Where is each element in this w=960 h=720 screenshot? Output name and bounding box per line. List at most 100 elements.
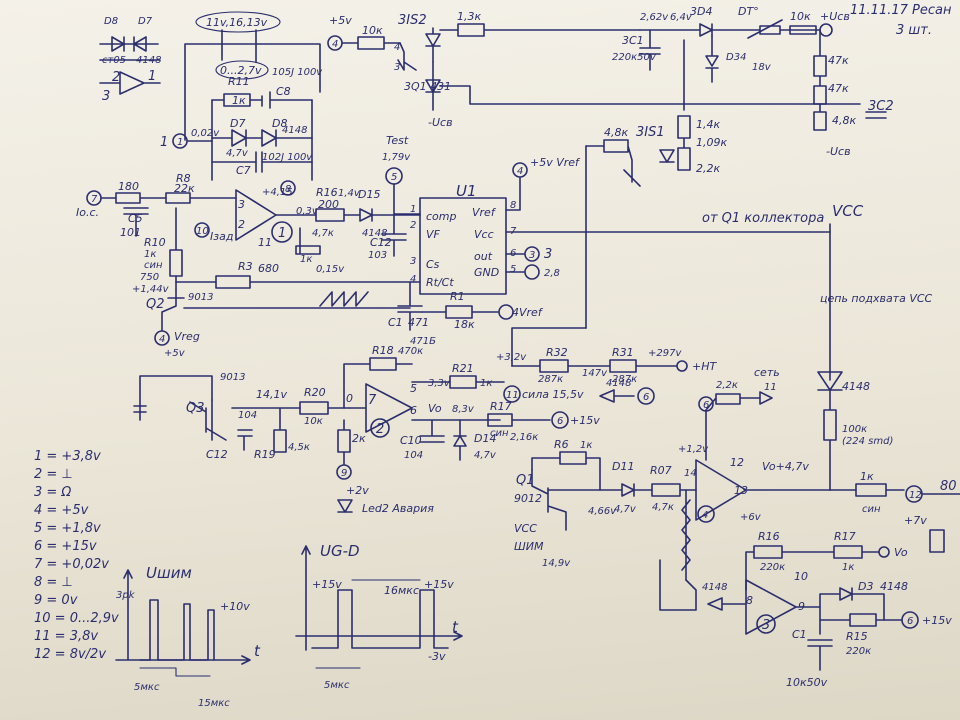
chain-label: цепь подхвата VCC [820, 292, 933, 305]
r1-value: 18к [454, 318, 475, 331]
r17c-label: R17 [834, 530, 856, 543]
c7-value: 102J 100v [262, 152, 313, 163]
v80-label: 80 [940, 479, 957, 494]
v015-label: 0,15v [316, 264, 345, 275]
u1-cs: Cs [426, 258, 440, 271]
amp2-pin5: 5 [410, 382, 417, 395]
c10-label: C10 [400, 434, 422, 447]
r18-label: R18 [372, 344, 394, 357]
buffer-out-pin: 1 [148, 69, 156, 84]
v141-label: 14,1v [256, 388, 287, 401]
amp4-pin14: 14 [684, 468, 697, 479]
lower-network: Q3 9013 C12 104 14,1v R19 4,5к R20 10к 0… [133, 327, 717, 515]
driver-network: Q1 9012 VCC ШИМ 14,9v R6 1к D11 4,7v 4,6… [514, 292, 960, 611]
v64-label: 6,4v [670, 12, 693, 23]
d4148-label: 4148 [606, 378, 631, 389]
r19-value: 4,5к [288, 442, 310, 453]
node-9: 9 [341, 468, 347, 479]
plus15b-label: +15v [922, 614, 952, 627]
vreg-plus5: +5v [164, 348, 186, 359]
c1-lower-label: C1 [792, 628, 807, 641]
c12-lower-label: C12 [206, 448, 228, 461]
test-voltage: 1,79v [382, 152, 411, 163]
test-node: 5 [391, 172, 397, 183]
from-q1-label: от Q1 коллектора [702, 211, 824, 226]
v144-label: +1,44v [132, 284, 170, 295]
r16-lower-value: 220к [760, 562, 785, 573]
v0-node: 0 [346, 392, 353, 405]
r-1k-lower: 1к [860, 470, 874, 483]
v466-label: 4,66v [588, 506, 617, 517]
r18-value: 470к [398, 346, 423, 357]
isag-label: Iзад [210, 230, 233, 243]
node-7: 7 [91, 194, 98, 205]
minus-ucb-label: -Uсв [428, 116, 453, 129]
c8-value: 105J 100v [272, 67, 323, 78]
v147-label: 147v [582, 368, 608, 379]
c1-lower-value: 10к50v [786, 676, 828, 689]
r16-label: R16 [316, 186, 338, 199]
r19-label: R19 [254, 448, 276, 461]
d11-value: 4,7v [614, 504, 637, 515]
r31-label: R31 [612, 346, 634, 359]
r-1k3-label: 1,3к [457, 10, 481, 23]
gd-waveform: UG-D +15v +15v 16мкс t -3v 5мкс [295, 542, 463, 691]
u1-comp: comp [426, 210, 456, 223]
r-750-label: 750 [140, 272, 159, 283]
sila-label: сила 15,5v [522, 388, 584, 401]
pin-item: 3 = Ω [34, 485, 71, 500]
d4148b-label: 4148 [842, 380, 870, 393]
q2-type: 9013 [188, 292, 213, 303]
c7-label: C7 [236, 164, 251, 177]
buffer-in-pin: 2 [112, 70, 120, 85]
vo-label: Vo [428, 402, 442, 415]
c1-mid-label: C1 [388, 316, 403, 329]
d8-main-label: D8 [272, 117, 287, 130]
r-1k4-label: 1,4к [696, 118, 720, 131]
pin-item: 10 = 0...2,9v [34, 611, 119, 626]
r-4k8-label: 4,8к [832, 114, 856, 127]
node-6b: 6 [557, 416, 563, 427]
pin-item: 4 = +5v [34, 503, 89, 518]
r07-label: R07 [650, 464, 672, 477]
d11-label: D11 [612, 460, 634, 473]
u1-controller: U1 comp VF Cs Rt/Ct Vref Vcc out GND 1 2… [382, 134, 864, 381]
u1-pin3: 3 [410, 256, 416, 267]
amp4-pin13: 13 [734, 484, 748, 497]
plus5-label: +5v [329, 14, 352, 27]
r17-lower-sub: син [490, 428, 509, 439]
vref4-label: 4Vref [512, 306, 544, 319]
d3-value: 4148 [880, 580, 908, 593]
amp2-number: 2 [376, 422, 384, 437]
error-amp-network: 7 Io.c. 180 R8 22к C5 101 1 10 Iзад 3 2 … [76, 172, 544, 359]
r3-label: R3 [238, 260, 253, 273]
amp4-pin12: 12 [730, 456, 744, 469]
r-1k09-label: 1,09к [696, 136, 727, 149]
r17-lower-value: 2,16к [510, 432, 538, 443]
node-10: 10 [196, 226, 209, 237]
u1-pin2: 2 [410, 220, 416, 231]
r16-lower-label: R16 [758, 530, 780, 543]
out-node-value: 3 [544, 247, 552, 262]
pin-item: 8 = ⊥ [34, 575, 73, 590]
wave2-title: UG-D [320, 542, 360, 560]
pwm-waveform: Uшим 3pk +10v t 5мкс 15мкс [115, 564, 261, 709]
c12-value: 103 [368, 250, 387, 261]
node-4-top: 4 [332, 39, 338, 50]
d3-label: D3 [858, 580, 873, 593]
d7-label: D7 [138, 16, 153, 27]
wave2-axis: t [452, 618, 459, 636]
u1-label: U1 [456, 182, 477, 200]
v83-label: 8,3v [452, 404, 475, 415]
wave2-t1: 5мкс [324, 680, 350, 691]
r11-value: 1к [232, 94, 246, 107]
r32-label: R32 [546, 346, 568, 359]
amp1-number: 1 [278, 226, 286, 241]
dt-label: DT° [738, 5, 759, 18]
buffer-aux-pin: 3 [102, 89, 110, 104]
r1-label: R1 [450, 290, 465, 303]
pin-item: 2 = ⊥ [34, 467, 73, 482]
v6-label: +6v [740, 512, 762, 523]
